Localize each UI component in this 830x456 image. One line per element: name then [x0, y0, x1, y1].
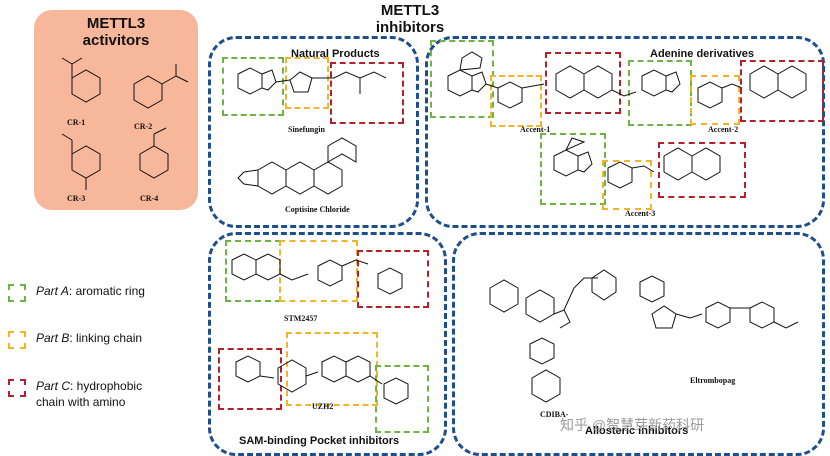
coptisine-label: Coptisine Chloride — [285, 205, 350, 214]
legend-part-b-name: Part B — [36, 331, 70, 345]
part-c-box — [740, 60, 824, 122]
legend-part-c-name: Part C — [36, 379, 71, 393]
allosteric-group: Allosteric inhibitors — [452, 232, 825, 456]
cr2-label: CR-2 — [134, 122, 153, 131]
cdiba-label: CDIBA- — [540, 410, 569, 419]
inhibitors-title-line2: inhibitors — [375, 19, 445, 36]
part-c-box — [357, 250, 429, 308]
accent1-label: Accent-1 — [520, 125, 551, 134]
sinefungin-label: Sinefungin — [288, 125, 325, 134]
legend-part-a-name: Part A — [36, 284, 69, 298]
accent3-label: Accent-3 — [625, 209, 656, 218]
stm2457-structure — [231, 253, 403, 295]
part-b-box — [490, 75, 542, 127]
eltrombopag-label: Eltrombopag — [690, 376, 736, 385]
part-a-box — [375, 365, 429, 433]
allosteric-label: Allosteric inhibitors — [585, 425, 689, 437]
legend-part-c-desc2: chain with amino — [36, 395, 126, 409]
part-a-box — [540, 133, 606, 205]
sam-binding-group: SAM-binding Pocket inhibitors — [208, 232, 447, 456]
part-c-box — [218, 348, 282, 410]
part-b-box — [285, 57, 329, 109]
stm2457-label: STM2457 — [284, 314, 318, 323]
legend-swatch-red — [8, 379, 26, 397]
part-b-box — [690, 75, 740, 125]
legend-part-a-desc: : aromatic ring — [68, 284, 145, 298]
eltrombopag-structure — [639, 275, 799, 329]
legend-part-b-desc: : linking chain — [69, 331, 143, 345]
part-c-box — [545, 52, 621, 114]
accent2-label: Accent-2 — [708, 125, 739, 134]
adenine-structures — [447, 51, 807, 189]
cr2-structure — [133, 64, 189, 109]
cr3-structure — [61, 133, 101, 190]
cr4-label: CR-4 — [140, 194, 159, 203]
activators-title-line2: activitors — [82, 32, 150, 49]
legend-part-b: Part B: linking chain — [8, 330, 142, 349]
watermark: 知乎 @智慧芽新药科研 — [560, 417, 705, 433]
inhibitors-title-line1: METTL3 — [380, 2, 440, 19]
legend-part-a: Part A: aromatic ring — [8, 283, 145, 302]
part-b-box — [602, 160, 652, 210]
part-c-box — [658, 142, 746, 198]
part-c-box — [330, 62, 404, 124]
legend-part-c: Part C: hydrophobic chain with amino — [8, 378, 142, 410]
part-a-box — [222, 57, 284, 116]
cr1-structure — [61, 57, 101, 103]
uzh2-label: UZH2 — [312, 402, 334, 411]
cr3-label: CR-3 — [67, 194, 86, 203]
legend-swatch-yellow — [8, 331, 26, 349]
part-a-box — [430, 40, 494, 118]
sinefungin-structure — [237, 67, 387, 95]
uzh2-structure — [235, 355, 409, 405]
activators-panel: METTL3 activitors CR-1 CR-2 CR-3 CR-4 — [34, 10, 198, 210]
adenine-label: Adenine derivatives — [650, 48, 754, 60]
activators-title-line1: METTL3 — [86, 15, 146, 32]
cr1-label: CR-1 — [67, 118, 86, 127]
coptisine-structure — [237, 137, 357, 195]
cr4-structure — [139, 127, 169, 179]
cdiba-structure — [489, 269, 617, 403]
sam-binding-label: SAM-binding Pocket inhibitors — [239, 435, 400, 447]
legend-part-c-desc: : hydrophobic — [70, 379, 143, 393]
part-b-box — [286, 332, 378, 406]
adenine-group: Adenine derivatives — [425, 36, 825, 228]
legend-swatch-green — [8, 284, 26, 302]
